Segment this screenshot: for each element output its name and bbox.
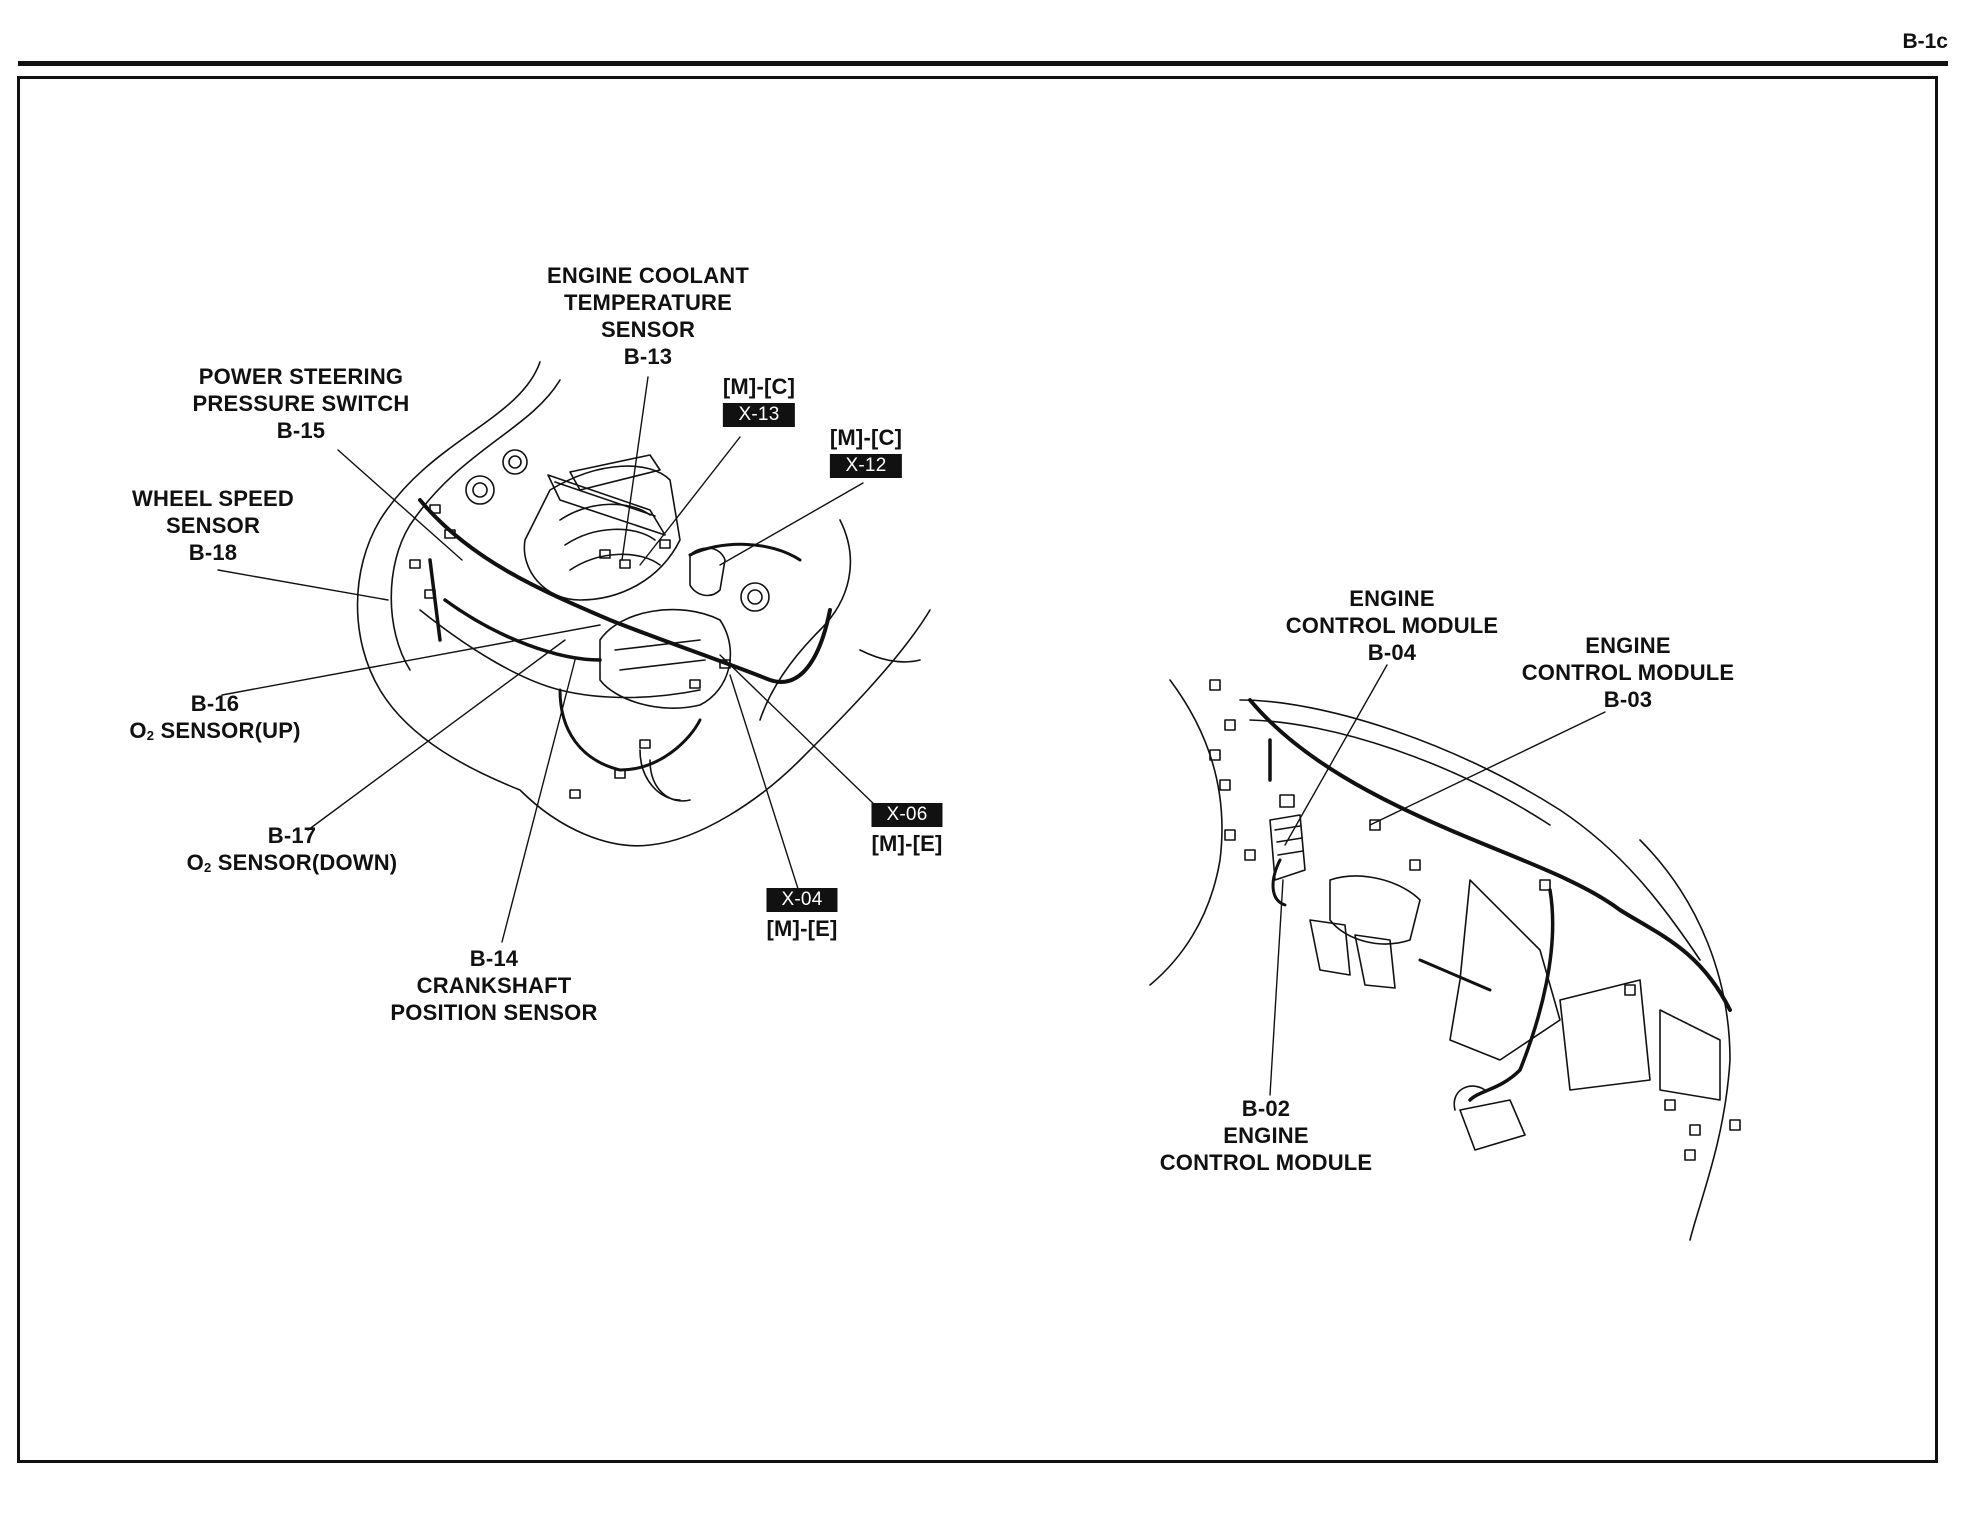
label-engine-control-module-b03: ENGINE CONTROL MODULE B-03 xyxy=(1521,633,1735,712)
label-o2-sensor-up: B-16 O2 SENSOR(UP) xyxy=(129,691,301,743)
label-crankshaft-position-sensor: B-14 CRANKSHAFT POSITION SENSOR xyxy=(390,946,598,1025)
label-engine-control-module-b04: ENGINE CONTROL MODULE B-04 xyxy=(1285,586,1499,665)
header-rule xyxy=(18,61,1948,66)
dashboard-drawing xyxy=(1149,679,1741,1241)
connector-x12: [M]-[C] X-12 xyxy=(829,425,903,478)
dashboard-leader-lines xyxy=(1269,664,1606,1096)
engine-leader-lines xyxy=(217,376,881,943)
label-o2-sensor-down: B-17 O2 SENSOR(DOWN) xyxy=(186,823,398,875)
connector-x06: X-06 [M]-[E] xyxy=(871,803,943,856)
label-engine-coolant-temperature-sensor: ENGINE COOLANT TEMPERATURE SENSOR B-13 xyxy=(546,263,750,369)
label-engine-control-module-b02: B-02 ENGINE CONTROL MODULE xyxy=(1159,1096,1373,1175)
page-id: B-1c xyxy=(1902,30,1948,53)
engine-bay-drawing xyxy=(356,361,931,847)
label-power-steering-pressure-switch: POWER STEERING PRESSURE SWITCH B-15 xyxy=(192,364,410,443)
connector-x13: [M]-[C] X-13 xyxy=(722,374,796,427)
label-wheel-speed-sensor: WHEEL SPEED SENSOR B-18 xyxy=(132,486,294,565)
diagram-frame xyxy=(17,76,1938,1463)
connector-x04: X-04 [M]-[E] xyxy=(766,888,838,941)
